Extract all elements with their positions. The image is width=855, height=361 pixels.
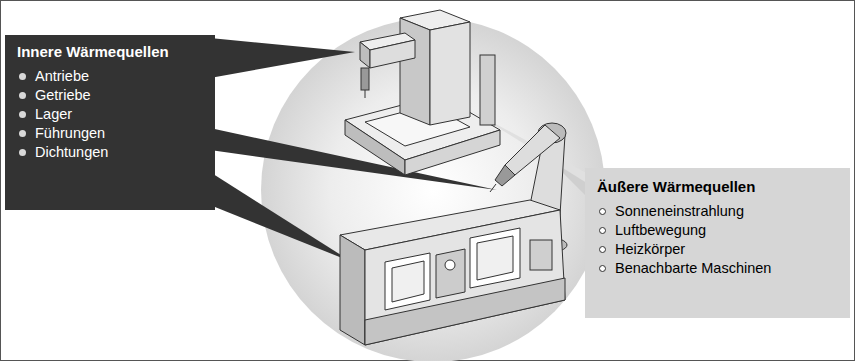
bullet [19, 73, 26, 80]
list-item: Luftbewegung [597, 221, 838, 240]
region-circle [261, 18, 605, 361]
bullet [599, 208, 606, 215]
list-item: Lager [17, 105, 203, 124]
list-item: Benachbarte Maschinen [597, 259, 838, 278]
box-heading: Äußere Wärmequellen [597, 178, 838, 196]
box-heading: Innere Wärmequellen [17, 43, 203, 61]
callout-wedge [210, 172, 352, 262]
inner-sources-box: Innere WärmequellenAntriebeGetriebeLager… [5, 35, 215, 210]
bullet [19, 92, 26, 99]
list-item: Dichtungen [17, 143, 203, 162]
bullet [19, 149, 26, 156]
bullet [19, 111, 26, 118]
lathe [340, 200, 565, 345]
bullet [599, 265, 606, 272]
milling-machine [345, 10, 500, 175]
outer-sources-box: Äußere WärmequellenSonneneinstrahlungLuf… [585, 168, 850, 318]
list-item: Führungen [17, 124, 203, 143]
bullet [599, 227, 606, 234]
list-item: Sonneneinstrahlung [597, 202, 838, 221]
callout-wedge [210, 38, 355, 78]
list-item: Antriebe [17, 67, 203, 86]
bullet [599, 246, 606, 253]
list-item: Heizkörper [597, 240, 838, 259]
bullet [19, 130, 26, 137]
list-item: Getriebe [17, 86, 203, 105]
